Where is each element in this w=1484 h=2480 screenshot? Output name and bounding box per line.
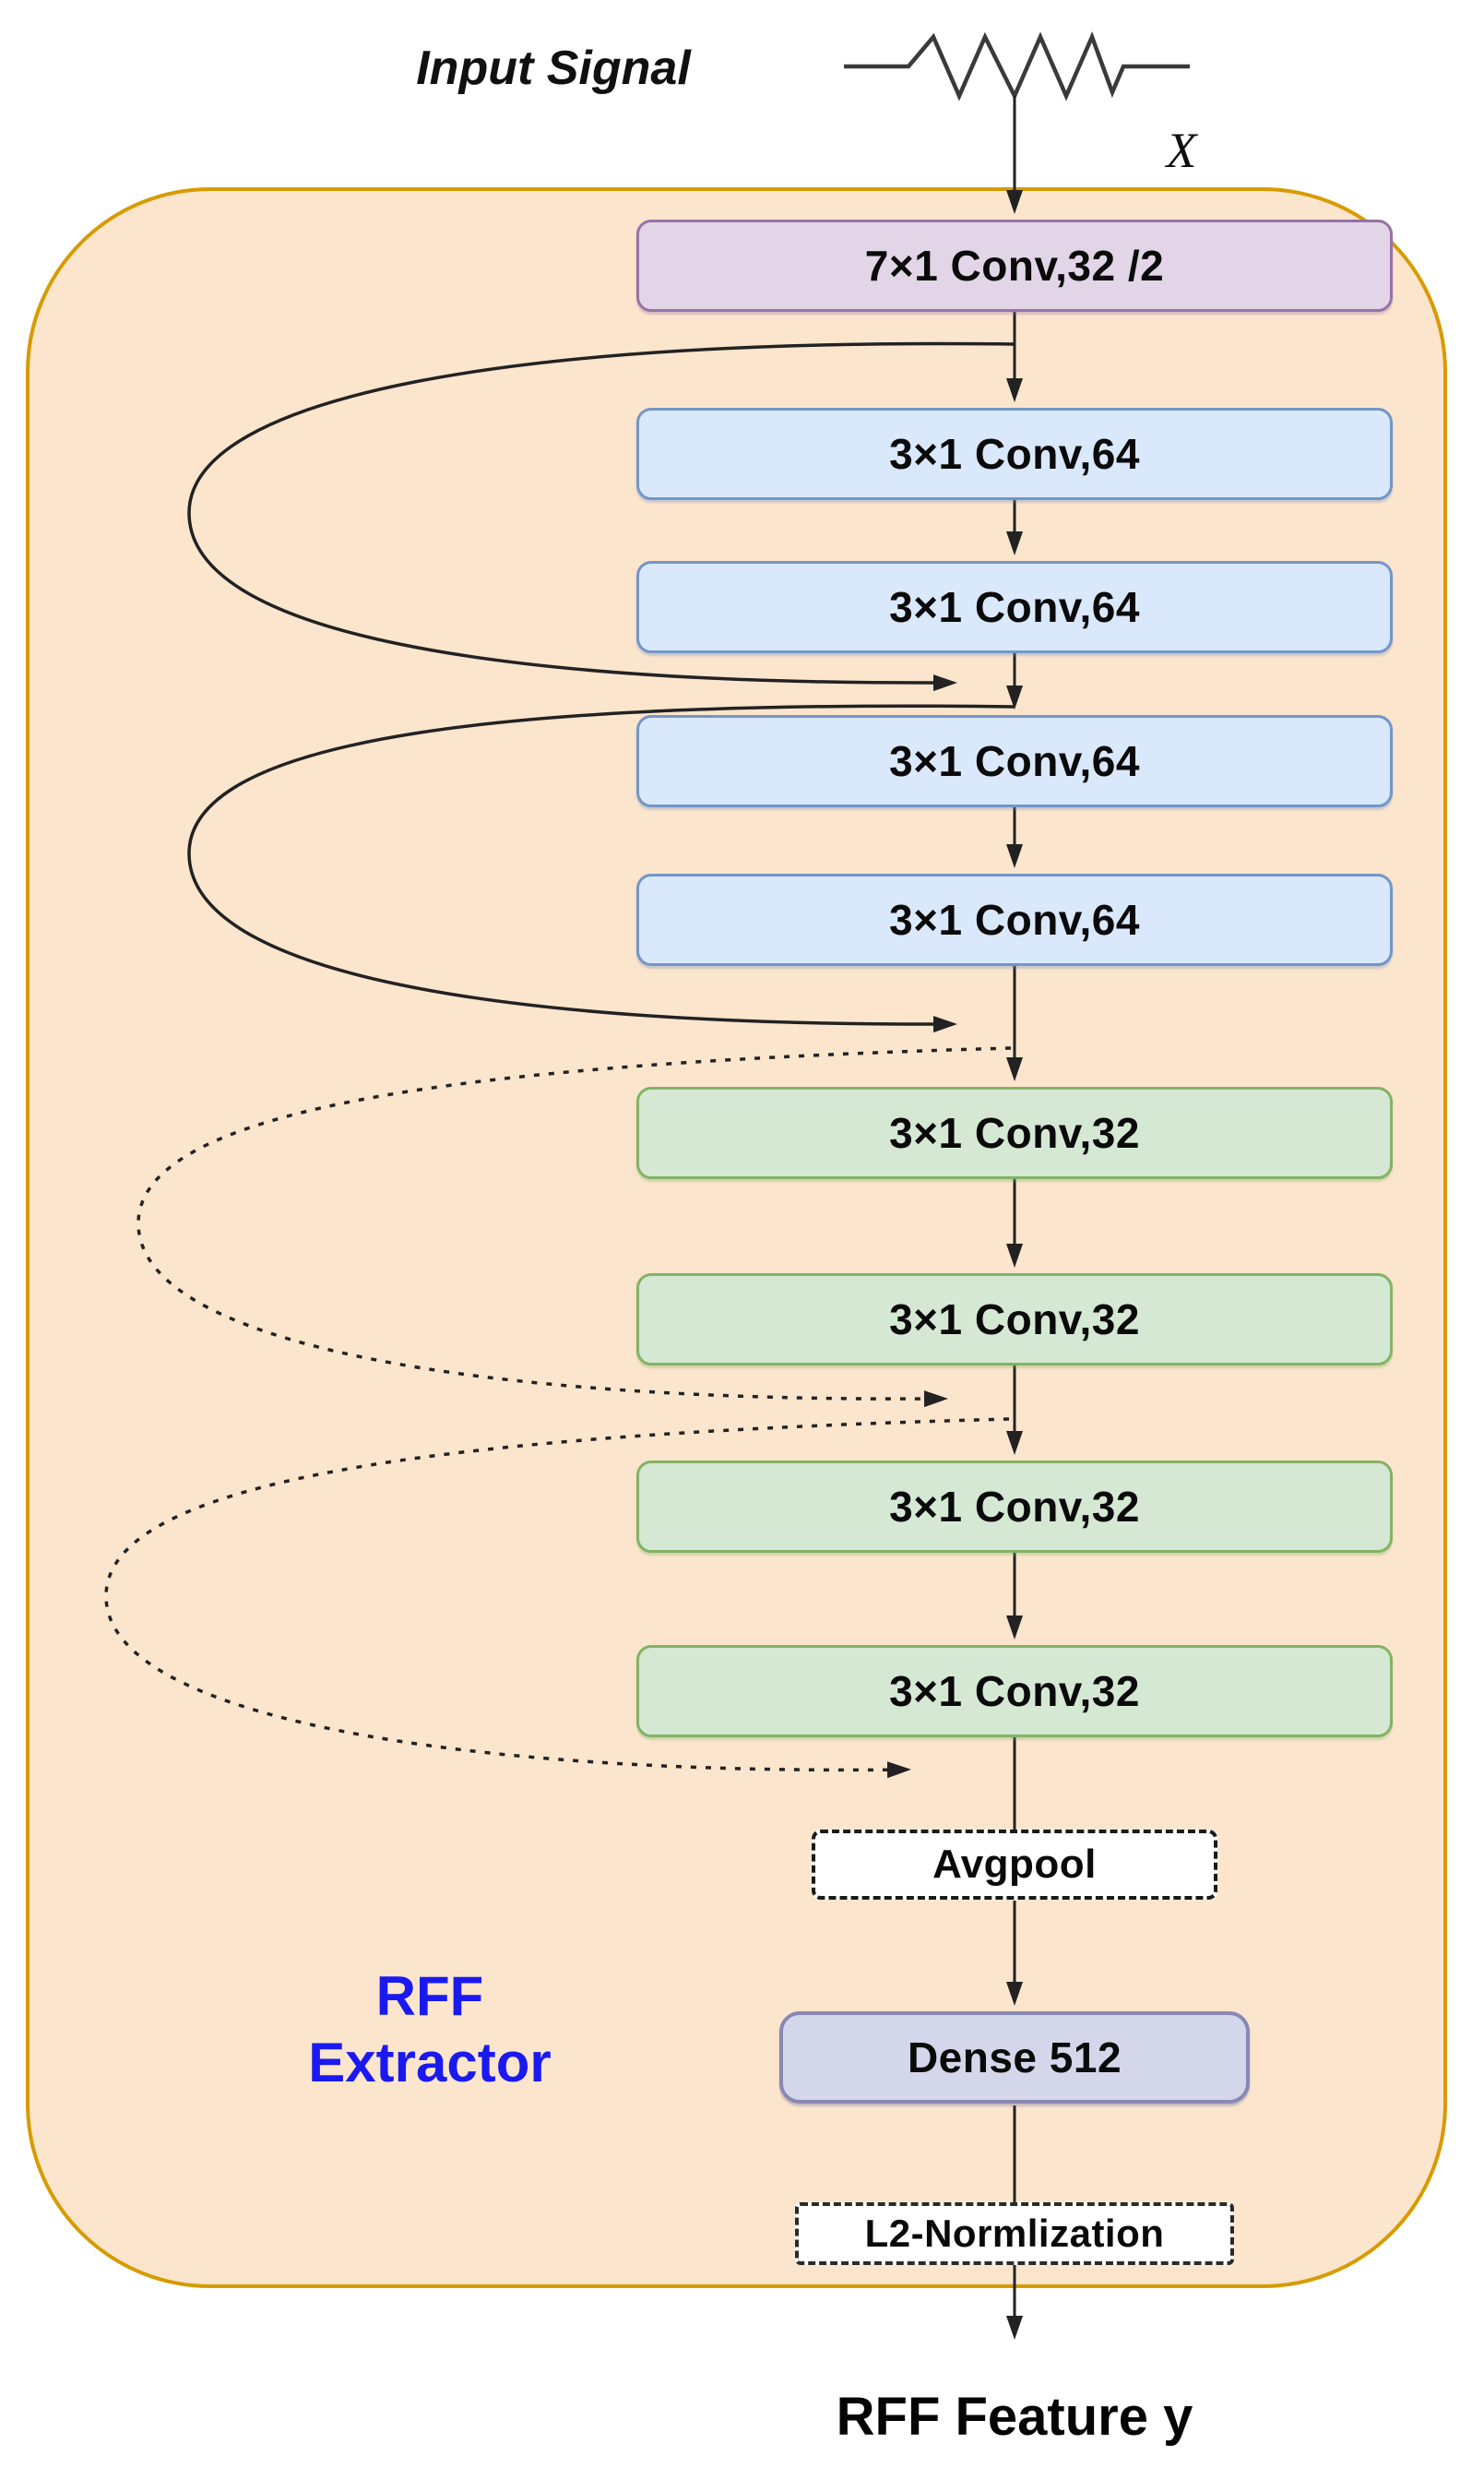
rff-feature-output-label: RFF Feature y [836,2387,1193,2447]
rff-extractor-label: RFF Extractor [199,1963,660,2096]
layer-box-dense-512: Dense 512 [779,2011,1250,2104]
layer-box-l2-normalization: L2-Normlization [795,2202,1234,2265]
layer-box-conv32-2: 3×1 Conv,32 [636,1273,1393,1365]
layer-box-conv32-3: 3×1 Conv,32 [636,1461,1393,1553]
input-signal-label: Input Signal [416,42,691,95]
extractor-container [26,187,1447,2288]
resistor-zigzag-icon [844,30,1190,101]
layer-box-conv32-1: 3×1 Conv,32 [636,1087,1393,1179]
skip-arc-solid-1 [187,341,1015,692]
layer-box-conv32-4: 3×1 Conv,32 [636,1645,1393,1737]
rff-extractor-label-line2: Extractor [308,2032,552,2093]
skip-arc-solid-2 [187,704,1015,1033]
layer-box-7x1-conv-stem: 7×1 Conv,32 /2 [636,220,1393,312]
input-variable-label: X [1166,123,1197,178]
layer-box-conv64-3: 3×1 Conv,64 [636,715,1393,807]
rff-extractor-label-line1: RFF [375,1965,484,2027]
skip-arc-dashed-2 [104,1417,1010,1779]
skip-arc-dashed-1 [137,1046,1012,1408]
layer-box-avgpool: Avgpool [812,1830,1217,1900]
layer-box-conv64-1: 3×1 Conv,64 [636,408,1393,500]
layer-box-conv64-4: 3×1 Conv,64 [636,874,1393,966]
layer-box-conv64-2: 3×1 Conv,64 [636,561,1393,653]
